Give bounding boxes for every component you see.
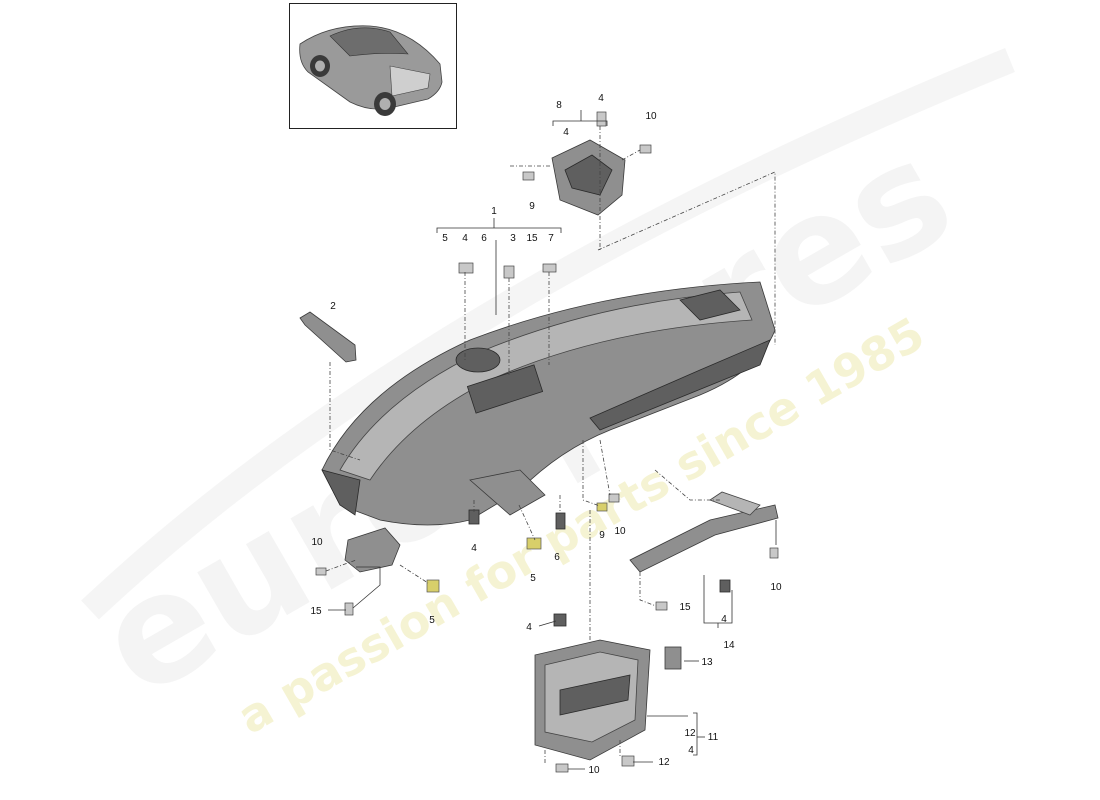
callout-7-dash: 7 — [548, 233, 554, 244]
crossmember-14 — [629, 491, 779, 611]
callout-4-lower: 4 — [471, 543, 477, 554]
leader-lines — [325, 110, 777, 770]
lower-small-parts — [468, 144, 652, 550]
callout-4-dash: 4 — [462, 233, 468, 244]
callout-10-top: 10 — [645, 111, 657, 122]
callout-10-cage: 10 — [588, 765, 600, 776]
callout-9-top: 9 — [529, 201, 535, 212]
callout-4-cage: 4 — [526, 622, 532, 633]
callout-3-dash: 3 — [510, 233, 516, 244]
car-thumbnail-icon — [299, 25, 443, 116]
callout-14: 14 — [723, 640, 735, 651]
callout-4-clip: 4 — [598, 93, 604, 104]
callout-5-dash: 5 — [442, 233, 448, 244]
callout-6-dash: 6 — [481, 233, 487, 244]
callout-5-left: 5 — [429, 615, 435, 626]
callout-6-lower: 6 — [554, 552, 560, 563]
callout-10-crossmember: 10 — [770, 582, 782, 593]
callout-5-lower: 5 — [530, 573, 536, 584]
callout-10-left: 10 — [311, 537, 323, 548]
callout-4-crossmember: 4 — [721, 614, 727, 625]
left-mount-bracket — [315, 527, 440, 616]
callout-12-cage: 12 — [684, 728, 696, 739]
dashboard-carrier — [321, 281, 776, 526]
radio-cage-11 — [534, 613, 682, 773]
callout-15-dash: 15 — [526, 233, 538, 244]
callout-11: 11 — [708, 732, 719, 743]
callout-4-cage-sub: 4 — [688, 745, 694, 756]
callout-15-left: 15 — [310, 606, 322, 617]
callout-2: 2 — [330, 301, 336, 312]
callout-10-mid: 10 — [614, 526, 626, 537]
callout-9-mid: 9 — [599, 530, 605, 541]
trim-strip-2 — [299, 311, 357, 363]
callout-15-crossmember: 15 — [679, 602, 691, 613]
car-thumbnail-frame — [289, 3, 457, 129]
callout-13: 13 — [701, 657, 713, 668]
dash-clips — [458, 111, 607, 279]
callout-8: 8 — [556, 100, 562, 111]
callout-4-top: 4 — [563, 127, 569, 138]
callout-1: 1 — [491, 206, 497, 217]
callout-12-bottom: 12 — [658, 757, 670, 768]
callout-labels: 1 5 4 6 3 15 7 2 8 4 4 10 9 10 15 5 4 5 … — [310, 93, 782, 776]
top-bracket-8 — [551, 139, 626, 216]
